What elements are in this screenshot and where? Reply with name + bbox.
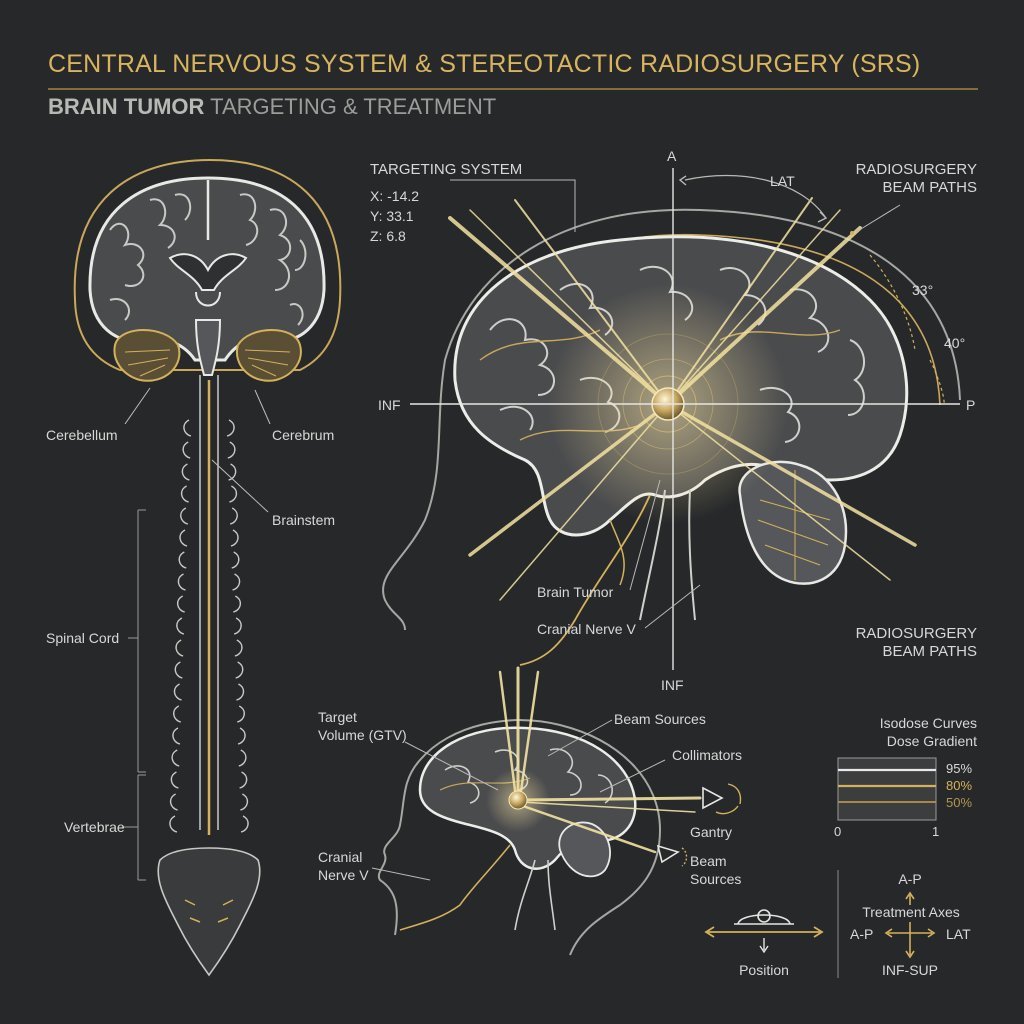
target-coordinate-x: X: -14.2 xyxy=(370,188,420,204)
label-cerebrum: Cerebrum xyxy=(272,427,335,443)
beam-paths-bottom-line-1: RADIOSURGERY xyxy=(855,625,977,642)
isodose-title-line-1: Isodose Curves xyxy=(879,715,977,731)
label-brainstem: Brainstem xyxy=(272,512,336,528)
isodose-axis-max: 1 xyxy=(932,824,940,839)
gantry-rotation-icon xyxy=(715,783,742,815)
axis-label-lat: LAT xyxy=(770,173,795,189)
isodose-level-95: 95% xyxy=(946,761,973,776)
vertebra-outline xyxy=(172,727,246,745)
vertebra-outline xyxy=(175,639,243,657)
vertebra-outline xyxy=(178,551,240,569)
target-volume-line-1: Target xyxy=(318,709,357,725)
axis-label-top: A xyxy=(667,148,677,164)
isodose-level-50: 50% xyxy=(946,795,973,810)
angle-label-2: 40° xyxy=(944,335,966,351)
isodose-title-line-2: Dose Gradient xyxy=(886,733,977,749)
cranial-nerve-line-2: Nerve V xyxy=(318,867,369,883)
isodose-chart xyxy=(837,757,937,821)
subtitle-strong: BRAIN TUMOR xyxy=(48,94,205,119)
vertebra-outline xyxy=(171,749,247,767)
spine xyxy=(122,375,261,977)
label-brain-tumor: Brain Tumor xyxy=(537,584,614,600)
treatment-axes-top: A-P xyxy=(898,871,922,887)
collimator-icon xyxy=(702,786,724,810)
vertebra-outline xyxy=(181,463,237,481)
treatment-leader-lines xyxy=(371,719,666,881)
beam-paths-label-bottom: RADIOSURGERY BEAM PATHS xyxy=(840,625,977,661)
vertebra-outline xyxy=(173,705,245,723)
targeting-heading: TARGETING SYSTEM xyxy=(370,161,523,178)
target-coordinate-z: Z: 6.8 xyxy=(370,228,406,244)
label-spinal-cord: Spinal Cord xyxy=(46,630,120,646)
page-title: CENTRAL NERVOUS SYSTEM & STEREOTACTIC RA… xyxy=(48,50,921,78)
beam-source-icon xyxy=(656,844,680,864)
axis-label-right: P xyxy=(966,397,976,413)
targeting-axes xyxy=(410,168,960,670)
vertebra-outline xyxy=(182,441,236,459)
subtitle-rest: TARGETING & TREATMENT xyxy=(204,94,497,119)
page-subtitle: BRAIN TUMOR TARGETING & TREATMENT xyxy=(48,94,496,120)
label-position: Position xyxy=(739,962,789,978)
angle-label-1: 33° xyxy=(912,282,934,298)
label-target-volume: Target Volume (GTV) xyxy=(318,708,407,744)
treatment-axes-left: A-P xyxy=(850,926,874,942)
vertebra-outline xyxy=(180,507,238,525)
beam-sources-bottom-line-2: Sources xyxy=(690,871,742,887)
label-gantry: Gantry xyxy=(690,824,733,840)
axis-label-bottom: INF xyxy=(661,677,684,693)
vertebra-outline xyxy=(180,485,238,503)
treatment-axes-right: LAT xyxy=(946,926,971,942)
vertebra-outline xyxy=(177,595,241,613)
vertebra-outline xyxy=(170,771,248,789)
label-beam-sources-top: Beam Sources xyxy=(614,711,706,727)
position-icon xyxy=(704,909,824,954)
beam-paths-label-top: RADIOSURGERY BEAM PATHS xyxy=(840,161,977,197)
treatment-axes-diagram xyxy=(837,870,936,978)
beam-sources-bottom-line-1: Beam xyxy=(690,853,727,869)
label-beam-sources-bottom: Beam Sources xyxy=(690,852,741,888)
label-vertebrae: Vertebrae xyxy=(64,819,125,835)
vertebra-outline xyxy=(169,815,249,833)
label-cranial-nerve-sagittal: Cranial Nerve V xyxy=(537,621,636,637)
vertebra-outline xyxy=(173,683,245,701)
vertebra-outline xyxy=(169,793,249,811)
treatment-head xyxy=(377,666,742,956)
target-coordinate-y: Y: 33.1 xyxy=(370,208,414,224)
anatomy-leader-lines xyxy=(124,387,271,513)
isodose-level-80: 80% xyxy=(946,778,973,793)
vertebra-outline xyxy=(183,419,235,437)
isodose-axis-min: 0 xyxy=(834,824,842,839)
beam-paths-top-line-1: RADIOSURGERY xyxy=(855,161,977,178)
vertebra-outline xyxy=(179,529,239,547)
cranial-nerve-line-1: Cranial xyxy=(318,849,363,865)
beam-paths-bottom-line-2: BEAM PATHS xyxy=(882,643,977,660)
beam-paths-top-line-2: BEAM PATHS xyxy=(882,179,977,196)
isodose-title: Isodose Curves Dose Gradient xyxy=(840,714,977,750)
treatment-axes-title: Treatment Axes xyxy=(862,904,960,920)
label-cranial-nerve-treatment: Cranial Nerve V xyxy=(318,848,369,884)
vertebra-outline xyxy=(174,661,244,679)
label-cerebellum: Cerebellum xyxy=(46,427,118,443)
coronal-brain xyxy=(73,158,342,382)
label-collimators: Collimators xyxy=(672,747,743,763)
vertebra-outline xyxy=(176,617,242,635)
target-volume-line-2: Volume (GTV) xyxy=(318,727,407,743)
treatment-axes-bottom: INF-SUP xyxy=(882,962,938,978)
vertebra-outline xyxy=(177,573,241,591)
axis-label-left: INF xyxy=(378,397,401,413)
